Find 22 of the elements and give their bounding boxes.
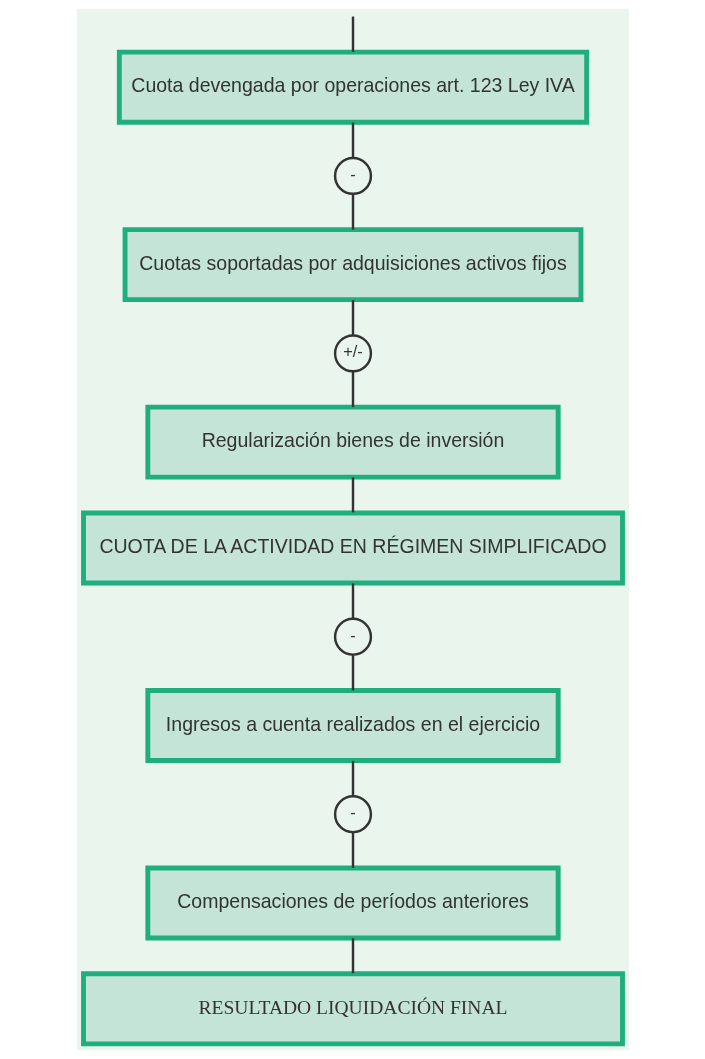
node-box: Ingresos a cuenta realizados en el ejercicio: [144, 688, 561, 763]
connector: [351, 760, 354, 797]
node-box: RESULTADO LIQUIDACIÓN FINAL: [80, 971, 625, 1047]
node-circle: -: [333, 795, 372, 834]
node-circle: +/-: [333, 334, 372, 373]
connector: [351, 194, 354, 230]
connector: [351, 832, 354, 868]
connector: [351, 583, 354, 619]
node-box: Cuotas soportadas por adquisiciones activos fijos: [122, 227, 583, 303]
node-box: Cuota devengada por operaciones art. 123 Ley IVA: [116, 49, 589, 125]
connector: [351, 300, 354, 336]
connector: [351, 477, 354, 513]
connector: [351, 371, 354, 408]
connector: [351, 654, 354, 691]
connector: [351, 122, 354, 158]
node-circle: -: [333, 617, 372, 656]
connector: [351, 938, 354, 974]
node-box: Compensaciones de períodos anteriores: [144, 865, 561, 941]
node-box: Regularización bienes de inversión: [144, 404, 561, 480]
node-box: CUOTA DE LA ACTIVIDAD EN RÉGIMEN SIMPLIFICADO: [80, 510, 625, 586]
connector: [351, 16, 354, 52]
node-circle: -: [333, 156, 372, 196]
